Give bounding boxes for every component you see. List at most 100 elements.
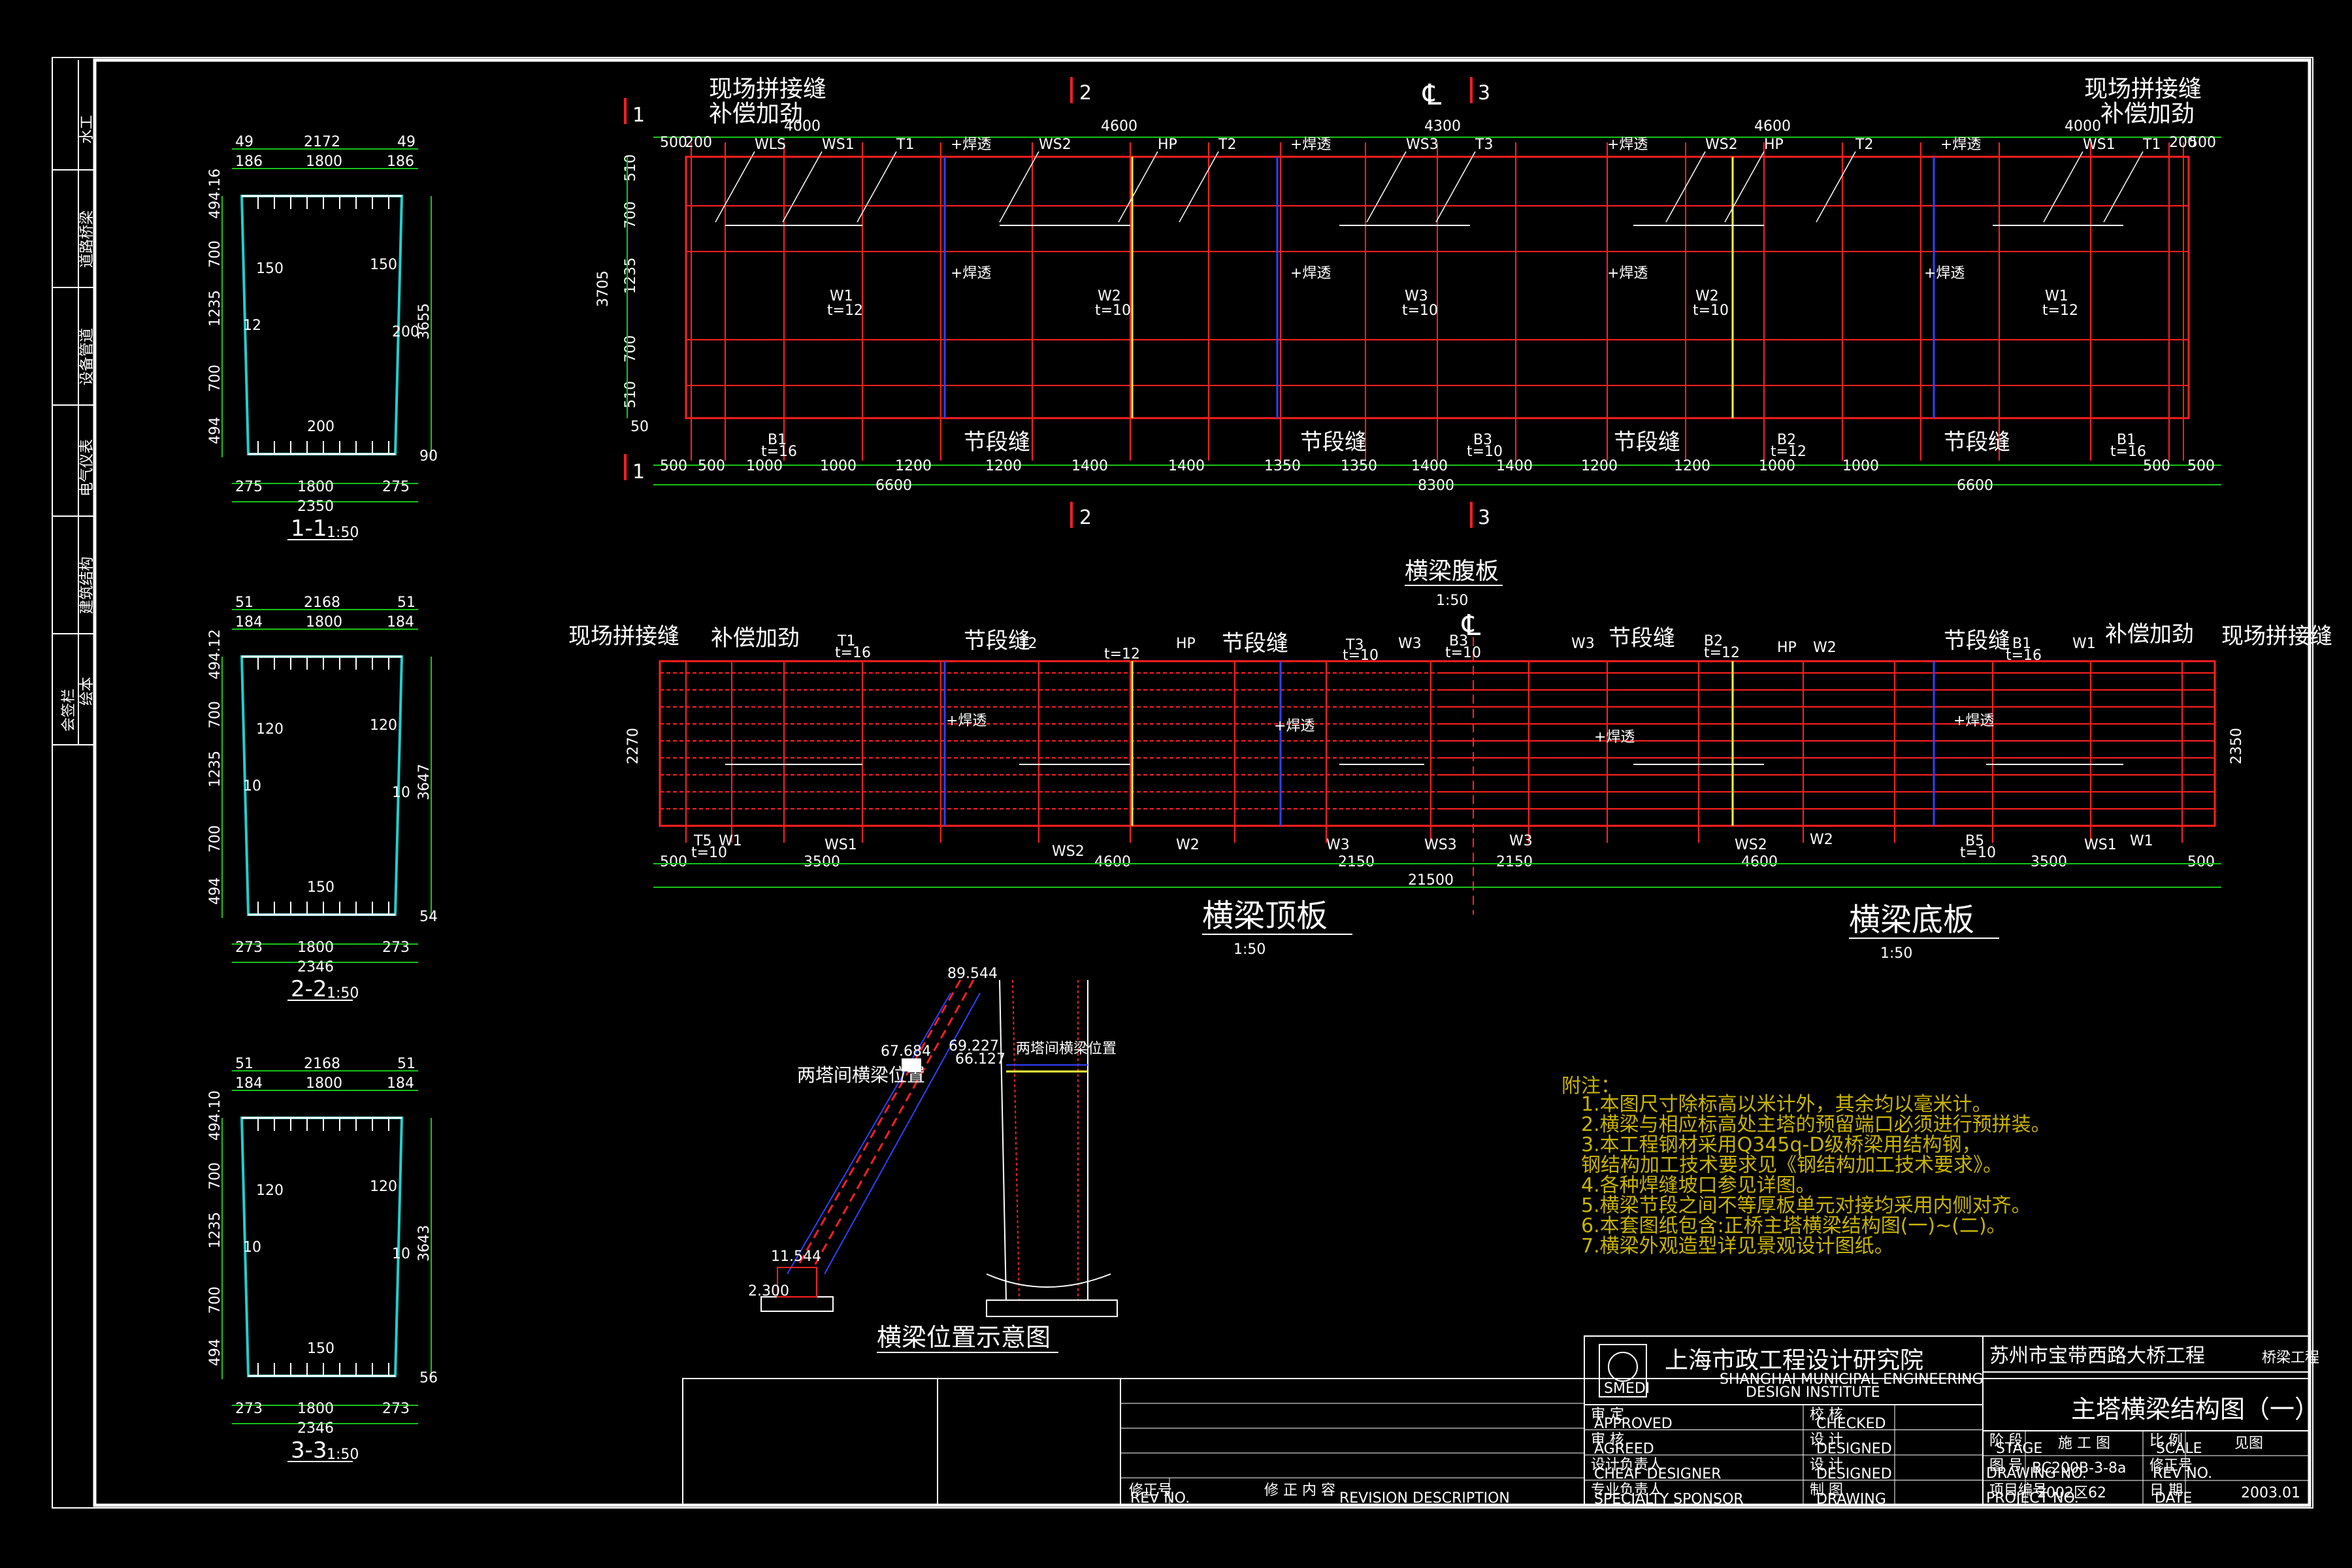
part-label-T1: T1 [2142, 137, 2161, 153]
bottom-plate-part: t=16 [2006, 647, 2042, 664]
dim-bot-b: 273 [382, 1401, 410, 1417]
part-label-HP: HP [1158, 137, 1177, 153]
weld-mark: +焊透 [1924, 265, 1965, 282]
date-label-en: DATE [2155, 1490, 2192, 1507]
dim-bottom: 1000 [746, 458, 783, 474]
label-field-joint-left: 现场拼接缝 [709, 76, 826, 103]
dim-left-1: 700 [207, 1162, 223, 1190]
part-label-HP: HP [1764, 137, 1784, 153]
dim-bottom-total-a: 6600 [875, 478, 912, 494]
part-label-T3: T3 [1475, 137, 1493, 153]
dim-left-3: 700 [207, 1286, 223, 1314]
bottom-plate-bottom-part: W1 [2130, 833, 2153, 849]
plate-name: W1 [2045, 288, 2068, 304]
date-label: 日 期 [2149, 1482, 2183, 1499]
part-label-WLS: WLS [755, 137, 786, 153]
inner-dim-3: 200 [392, 324, 419, 340]
inner-dim-3: 10 [392, 1246, 410, 1262]
top-plate-part: t=10 [1343, 647, 1379, 664]
leader-line [1366, 151, 1407, 223]
scale-web-plate: 1:50 [1436, 593, 1468, 609]
leader-line [1724, 151, 1765, 223]
dim-top-sub-mid: 1800 [306, 154, 342, 170]
weld-mark: +焊透 [1274, 718, 1315, 734]
plate-name: W2 [1695, 288, 1719, 304]
section-marks-top: 1 2 3 1 2 3 [624, 77, 1490, 529]
label-seg-joint-bot-2: 节段缝 [1944, 628, 2010, 654]
bottom-plate-part: HP [1777, 640, 1797, 656]
seg-joint-label: 节段缝 [1944, 429, 2010, 455]
leader-line [1435, 151, 1476, 223]
dim-top-sub-mid: 1800 [306, 614, 342, 630]
strip-label-water: 水工 [79, 115, 95, 144]
bottom-plate-bottom-part: W3 [1509, 833, 1533, 849]
dim-bottom: 1000 [1842, 458, 1879, 474]
dim-bot-a: 273 [235, 939, 263, 956]
dim-top: 500 [660, 135, 687, 151]
dim-left-1: 700 [207, 240, 223, 268]
dim-left-0: 494.12 [207, 629, 223, 679]
weld-mark: +焊透 [1607, 265, 1648, 282]
inner-dim-4: 200 [307, 419, 335, 435]
dim-left-4: 494 [207, 1339, 223, 1366]
top-plate-part: T3 [1345, 637, 1364, 653]
bottom-part-name: B2 [1777, 432, 1796, 448]
tb-role-2-en: DESIGNED [1816, 1466, 1892, 1482]
dim-left: 1235 [623, 257, 639, 294]
strip-label-countersign: 会签栏 [61, 689, 77, 732]
dim-bottom: 500 [2143, 458, 2170, 474]
dim-top-sub-b: 184 [387, 614, 414, 630]
tb-role-2-en: CHECKED [1816, 1416, 1886, 1432]
dim-top-a: 49 [235, 134, 253, 150]
title-bottom-plate: 横梁底板 [1849, 902, 1974, 938]
plate-name: W1 [830, 288, 853, 304]
leader-line [1118, 151, 1158, 223]
bottom-dim: 500 [2187, 854, 2215, 870]
project-sub: 桥梁工程 [2262, 1350, 2319, 1366]
tb-role: 专业负责人 [1591, 1482, 1663, 1499]
bottom-plate-part: B1 [2012, 636, 2031, 652]
notes: 附注： 1.本图尺寸除标高以米计外，其余均以毫米计。2.横梁与相应标高处主塔的预… [1561, 1075, 2051, 1258]
section-outline [240, 1117, 404, 1377]
section-mark-1b: 1 [632, 461, 645, 483]
leader-line [1816, 151, 1856, 223]
dim-left: 510 [623, 154, 639, 182]
rev-label: 修正号 [2149, 1458, 2193, 1474]
dim-bot-b: 275 [382, 479, 410, 495]
top-plate-part: T1 [837, 633, 855, 649]
inner-dim-3: 10 [392, 785, 410, 801]
tb-role: 设计负责人 [1591, 1457, 1663, 1473]
scale-top-plate: 1:50 [1233, 941, 1266, 958]
label-beam-position-side: 两塔间横梁位置 [1016, 1041, 1117, 1057]
dim-bottom: 1200 [1581, 458, 1618, 474]
tb-role-2: 校 核 [1810, 1407, 1843, 1423]
dim-top-plate-height: 2270 [625, 728, 642, 764]
bottom-part-name: B1 [2117, 432, 2136, 448]
dim-left: 510 [623, 381, 639, 408]
dim-right-total: 3655 [416, 303, 433, 340]
bottom-plate-bottom-part: t=10 [1960, 845, 1996, 861]
title-block: 修正号 REV NO. 修 正 内 容 REVISION DESCRIPTION… [682, 1335, 2319, 1508]
tb-role: 审 定 [1591, 1407, 1624, 1423]
leader-line [1179, 151, 1219, 223]
weld-mark: +焊透 [1953, 713, 1994, 729]
label-seg-joint-top-1: 节段缝 [964, 628, 1030, 654]
dim-bot-total: 2346 [297, 1420, 334, 1437]
top-plate-part: t=12 [1104, 646, 1140, 662]
dim-left-1: 700 [207, 701, 223, 728]
dim-top-b: 51 [397, 1056, 416, 1072]
tb-role-en: APPROVED [1594, 1416, 1673, 1432]
top-plate-part: T2 [1019, 636, 1037, 652]
bottom-part-thickness: t=16 [2110, 444, 2146, 460]
dim-bottom: 1400 [1168, 458, 1205, 474]
dim-bot-total: 2346 [297, 959, 334, 975]
dim-right-small: 54 [419, 909, 438, 925]
elev-low: 11.544 [771, 1249, 821, 1265]
institute-name: 上海市政工程设计研究院 [1665, 1347, 1923, 1374]
dim-top-total: 2168 [304, 595, 340, 611]
inner-dim-2: 12 [243, 318, 261, 334]
